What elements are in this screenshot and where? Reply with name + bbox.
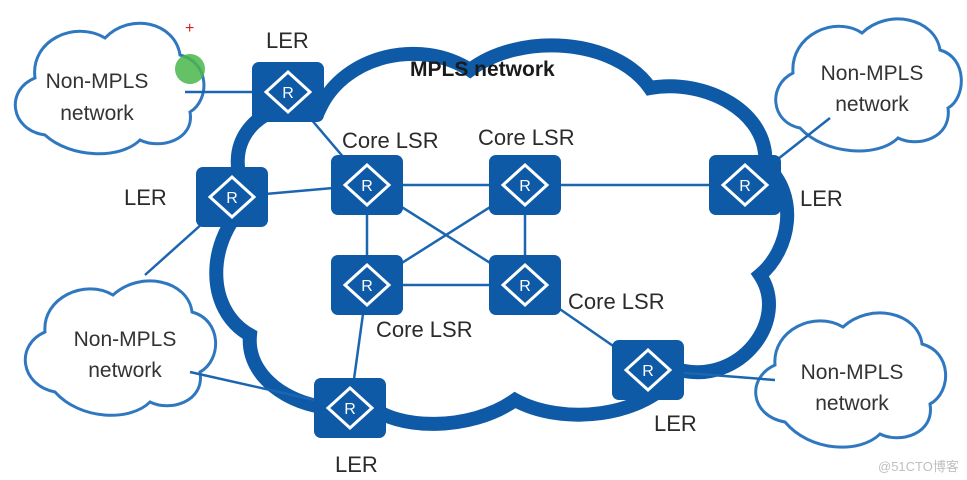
cloud-bottom-left-line2: network [88, 359, 162, 382]
cloud-bottom-right-line1: Non-MPLS [801, 361, 904, 384]
label-ler-bottom: LER [335, 452, 378, 477]
label-core-top-right: Core LSR [478, 125, 575, 150]
cloud-top-right [774, 17, 963, 153]
label-ler-top: LER [266, 28, 309, 53]
label-core-bottom-right: Core LSR [568, 289, 665, 314]
cloud-bottom-right-line2: network [815, 392, 889, 415]
cloud-bottom-left [23, 279, 217, 417]
router-glyph: R [226, 190, 238, 207]
router-glyph: R [344, 401, 356, 418]
cloud-top-left [13, 21, 206, 156]
router-glyph: R [361, 278, 373, 295]
router-glyph: R [739, 178, 751, 195]
label-ler-left: LER [124, 185, 167, 210]
cloud-top-left-line2: network [60, 102, 134, 125]
router-glyph: R [519, 278, 531, 295]
router-glyph: R [519, 178, 531, 195]
router-glyph: R [282, 85, 294, 102]
router-glyph: R [642, 363, 654, 380]
cloud-bottom-right [754, 311, 947, 449]
cloud-top-right-line1: Non-MPLS [821, 62, 924, 85]
label-core-bottom-left: Core LSR [376, 317, 473, 342]
cursor-plus-icon: + [185, 20, 194, 37]
watermark: @51CTO博客 [878, 459, 959, 474]
cloud-bottom-left-line1: Non-MPLS [74, 328, 177, 351]
diagram-title: MPLS network [410, 58, 555, 81]
cursor-dot-icon [175, 54, 205, 84]
label-ler-right: LER [800, 186, 843, 211]
label-core-top-left: Core LSR [342, 128, 439, 153]
cloud-top-left-line1: Non-MPLS [46, 70, 149, 93]
label-ler-bottom-right: LER [654, 411, 697, 436]
router-glyph: R [361, 178, 373, 195]
cloud-top-right-line2: network [835, 93, 909, 116]
